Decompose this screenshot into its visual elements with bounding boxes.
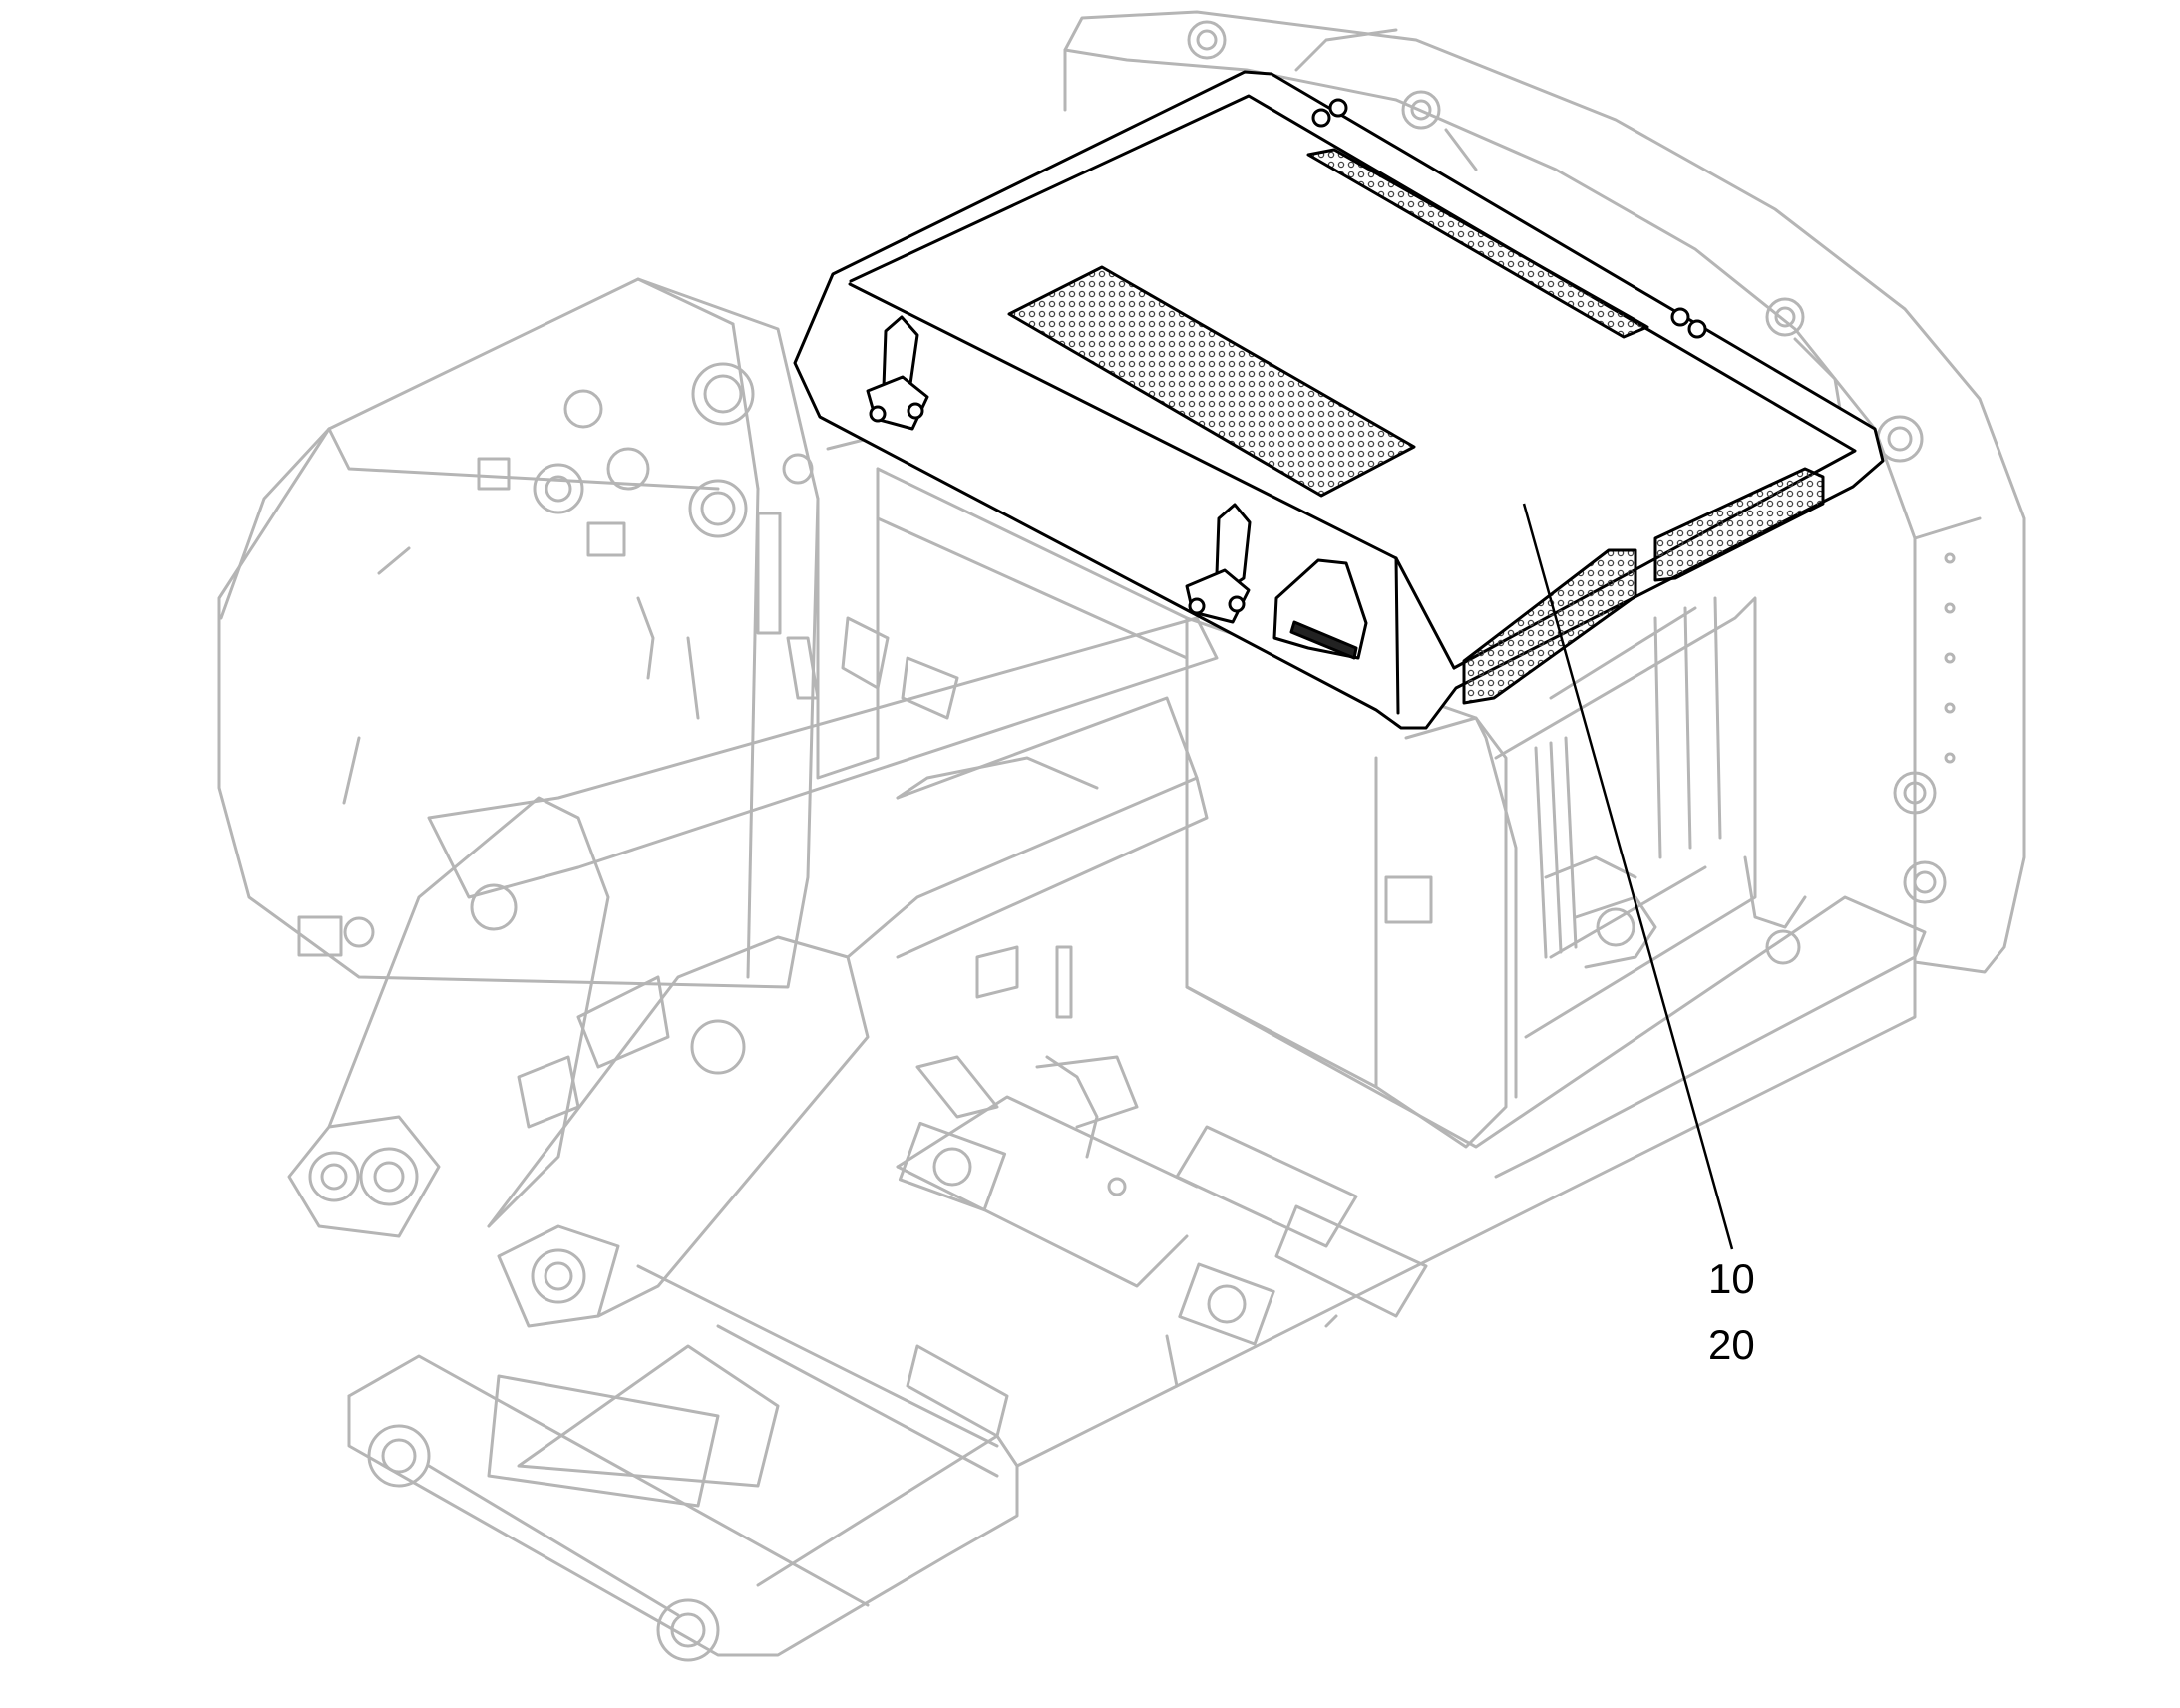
boom-mount <box>287 616 1219 1328</box>
leader-line <box>1522 503 1734 1250</box>
engine-hood <box>793 70 1885 730</box>
base-plate <box>347 895 1927 1662</box>
mesh-grille-side-a <box>1462 548 1637 705</box>
latch-left <box>866 315 929 431</box>
latch-right <box>1185 503 1252 624</box>
hood-bolt-a <box>1311 108 1331 128</box>
mesh-grille-side-b <box>1653 467 1825 582</box>
mesh-grille-top <box>1306 148 1649 339</box>
callout-label-10: 10 <box>1708 1255 1755 1302</box>
counterweight <box>1063 10 2026 974</box>
hood-bolt-c <box>1670 307 1690 327</box>
machine-frame <box>217 10 2026 1662</box>
callout-label-20: 20 <box>1708 1321 1755 1368</box>
hood-emblem <box>1289 620 1358 660</box>
radiator-pipes <box>1534 736 1637 959</box>
hood-bolt-d <box>1687 319 1707 339</box>
hood-side-edge <box>1394 556 1400 715</box>
tank-left <box>217 277 820 989</box>
hood-bolt-b <box>1328 98 1348 118</box>
mesh-grille-left <box>1007 265 1416 498</box>
